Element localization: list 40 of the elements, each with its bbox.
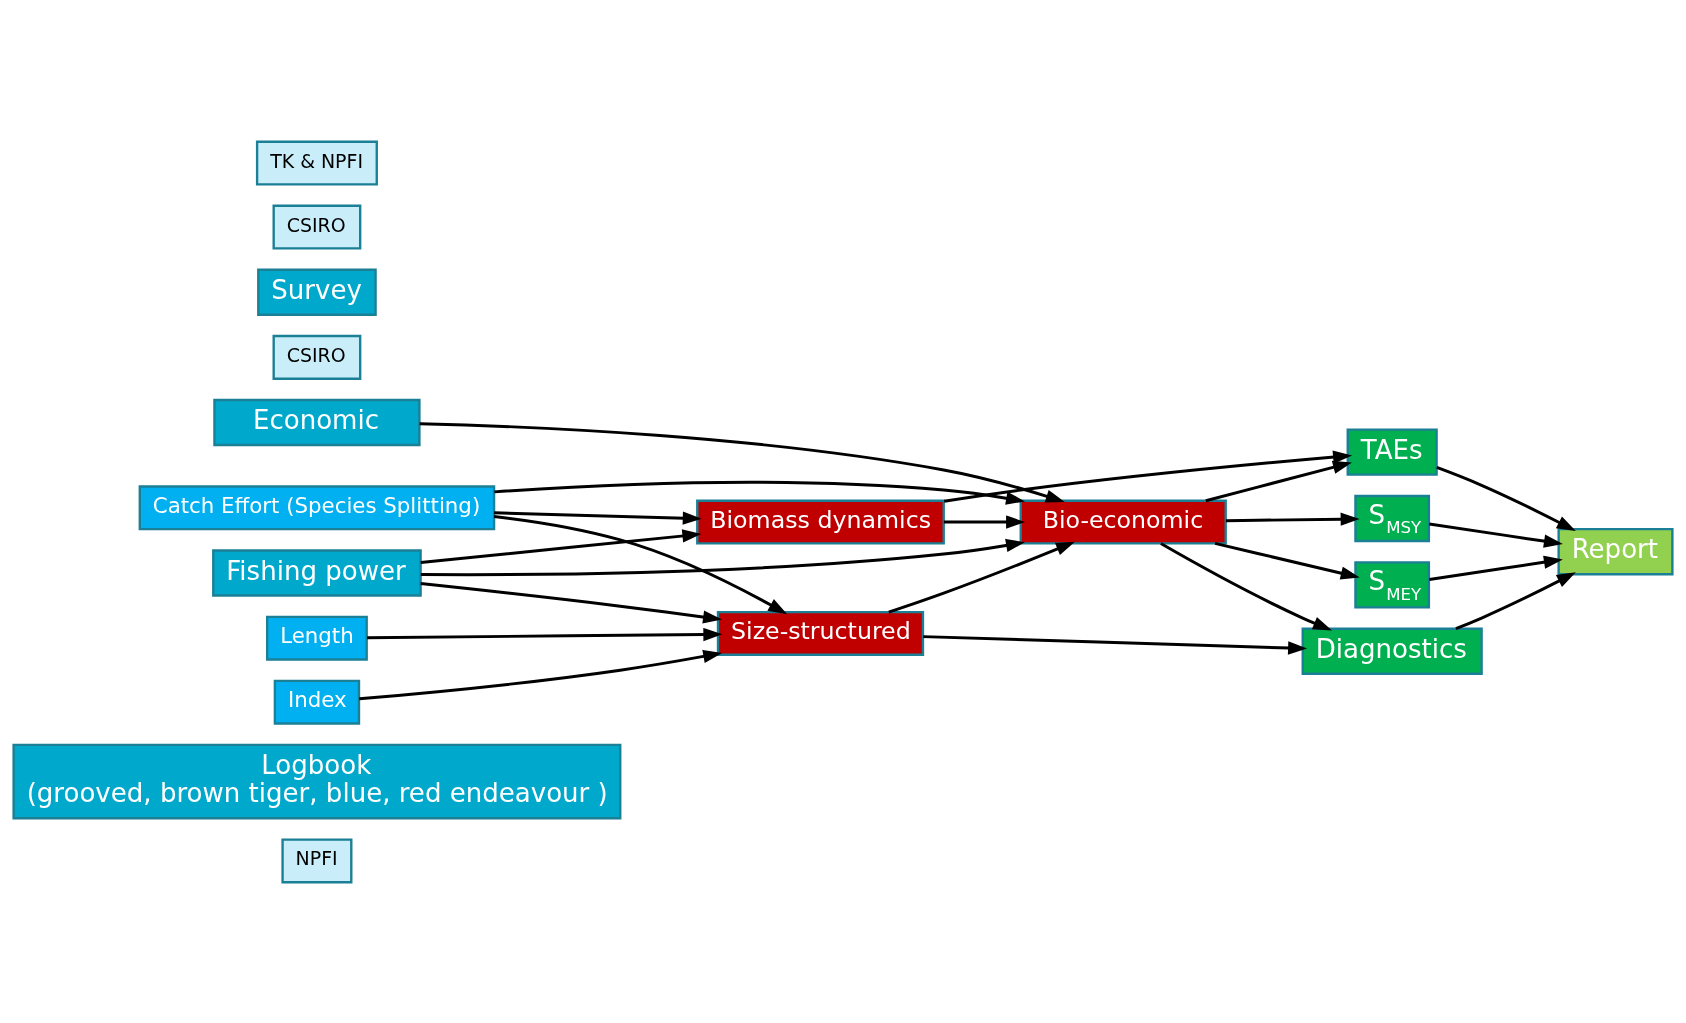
- arrow: [1160, 541, 1332, 630]
- node-box: Logbook (grooved, brown tiger, blue, red endeavour ): [12, 743, 622, 819]
- node-box: TK & NPFI: [255, 140, 378, 186]
- arrow: [943, 514, 1026, 529]
- node-box: Biomass dynamics: [696, 499, 945, 545]
- node-box: CSIRO: [272, 204, 362, 250]
- node-box: NPFI: [281, 837, 353, 883]
- node-box: Size-structured: [716, 610, 925, 656]
- arrow: [1214, 541, 1360, 580]
- node-box: Catch Effort (Species Splitting): [138, 484, 496, 530]
- arrow: [1225, 512, 1360, 526]
- arrow: [419, 421, 1065, 503]
- node-box: CSIRO: [272, 334, 362, 380]
- node-box: S$_{MSY}$: [1354, 494, 1431, 542]
- arrow: [493, 514, 788, 614]
- node-box: Fishing power: [212, 548, 422, 597]
- node-box: Index: [273, 679, 361, 725]
- arrow: [943, 449, 1353, 503]
- arrow: [494, 480, 1026, 505]
- arrow: [359, 649, 723, 700]
- arrow: [420, 581, 723, 624]
- arrow: [1436, 465, 1576, 531]
- node-box: Survey: [257, 268, 377, 316]
- arrow: [420, 538, 1025, 576]
- arrow: [420, 528, 702, 564]
- node-box: Economic: [213, 398, 421, 446]
- node-box: Length: [266, 615, 368, 661]
- node-box: TAEs: [1346, 427, 1438, 476]
- node-box: S$_{MEY}$: [1354, 560, 1431, 609]
- arrow: [494, 510, 702, 525]
- arrow: [1455, 571, 1576, 630]
- arrow: [923, 634, 1308, 655]
- arrow: [1205, 460, 1352, 502]
- arrow: [888, 541, 1075, 614]
- arrow: [1429, 555, 1563, 581]
- arrow: [1429, 521, 1563, 548]
- node-box: Report: [1557, 527, 1674, 575]
- arrow: [367, 627, 723, 641]
- node-box: Diagnostics: [1301, 627, 1483, 675]
- node-box: Bio-economic: [1019, 499, 1227, 545]
